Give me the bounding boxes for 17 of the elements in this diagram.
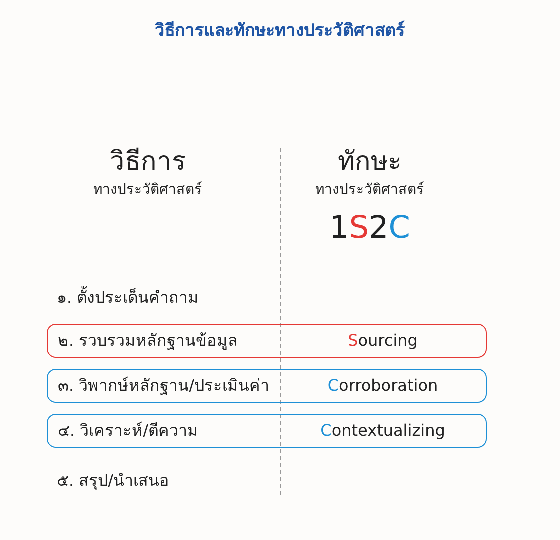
rounded-box [47,369,487,403]
column-heading: ทักษะ [337,146,403,179]
title: วิธีการและทักษะทางประวัติศาสตร์ [154,20,406,43]
method-step: ๒. รวบรวมหลักฐานข้อมูล [58,325,238,356]
skill-name: Contextualizing [320,420,446,442]
column-subheading: ทางประวัติศาสตร์ [314,180,426,200]
skill-name: Corroboration [326,375,440,397]
method-step: ๕. สรุป/นำเสนอ [57,468,287,493]
column-heading: วิธีการ [109,146,187,179]
rounded-box [47,324,487,358]
skill-acronym: 1S2C [328,210,412,246]
column-subheading: ทางประวัติศาสตร์ [92,180,204,200]
method-step: ๑. ตั้งประเด็นคำถาม [57,285,287,310]
rounded-box [47,414,487,448]
method-step: ๔. วิเคราะห์/ตีความ [58,415,199,446]
skill-name: Sourcing [347,330,419,352]
method-step: ๓. วิพากษ์หลักฐาน/ประเมินค่า [58,370,270,401]
